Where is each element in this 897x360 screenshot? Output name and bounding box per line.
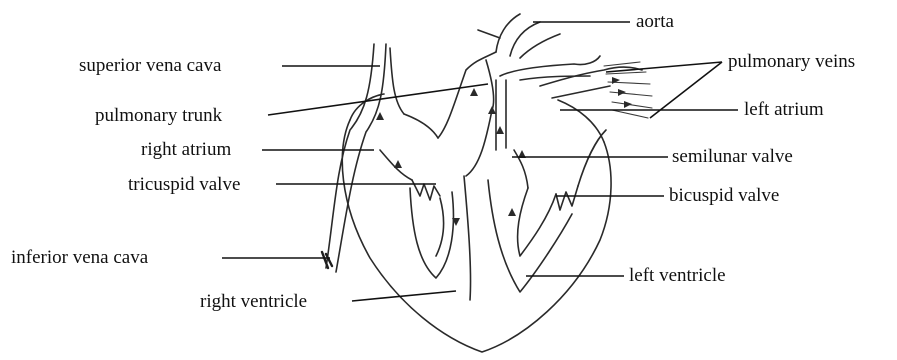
label-right-ventricle: right ventricle [200, 292, 307, 311]
label-left-ventricle: left ventricle [629, 266, 726, 285]
great-vessels [438, 14, 600, 176]
label-pulmonary-trunk: pulmonary trunk [95, 106, 222, 125]
label-aorta: aorta [636, 12, 674, 31]
label-left-atrium: left atrium [744, 100, 824, 119]
label-right-atrium: right atrium [141, 140, 231, 159]
heart-outline [342, 94, 611, 352]
vena-cava [322, 44, 438, 272]
label-pulmonary-veins: pulmonary veins [728, 52, 855, 71]
label-superior-vena-cava: superior vena cava [79, 56, 221, 75]
label-semilunar-valve: semilunar valve [672, 147, 793, 166]
label-inferior-vena-cava: inferior vena cava [11, 248, 148, 267]
leader-lines [222, 22, 738, 301]
left-chambers [488, 62, 652, 292]
label-bicuspid-valve: bicuspid valve [669, 186, 779, 205]
right-chambers [380, 150, 471, 300]
label-tricuspid-valve: tricuspid valve [128, 175, 240, 194]
flow-arrows [376, 77, 632, 226]
